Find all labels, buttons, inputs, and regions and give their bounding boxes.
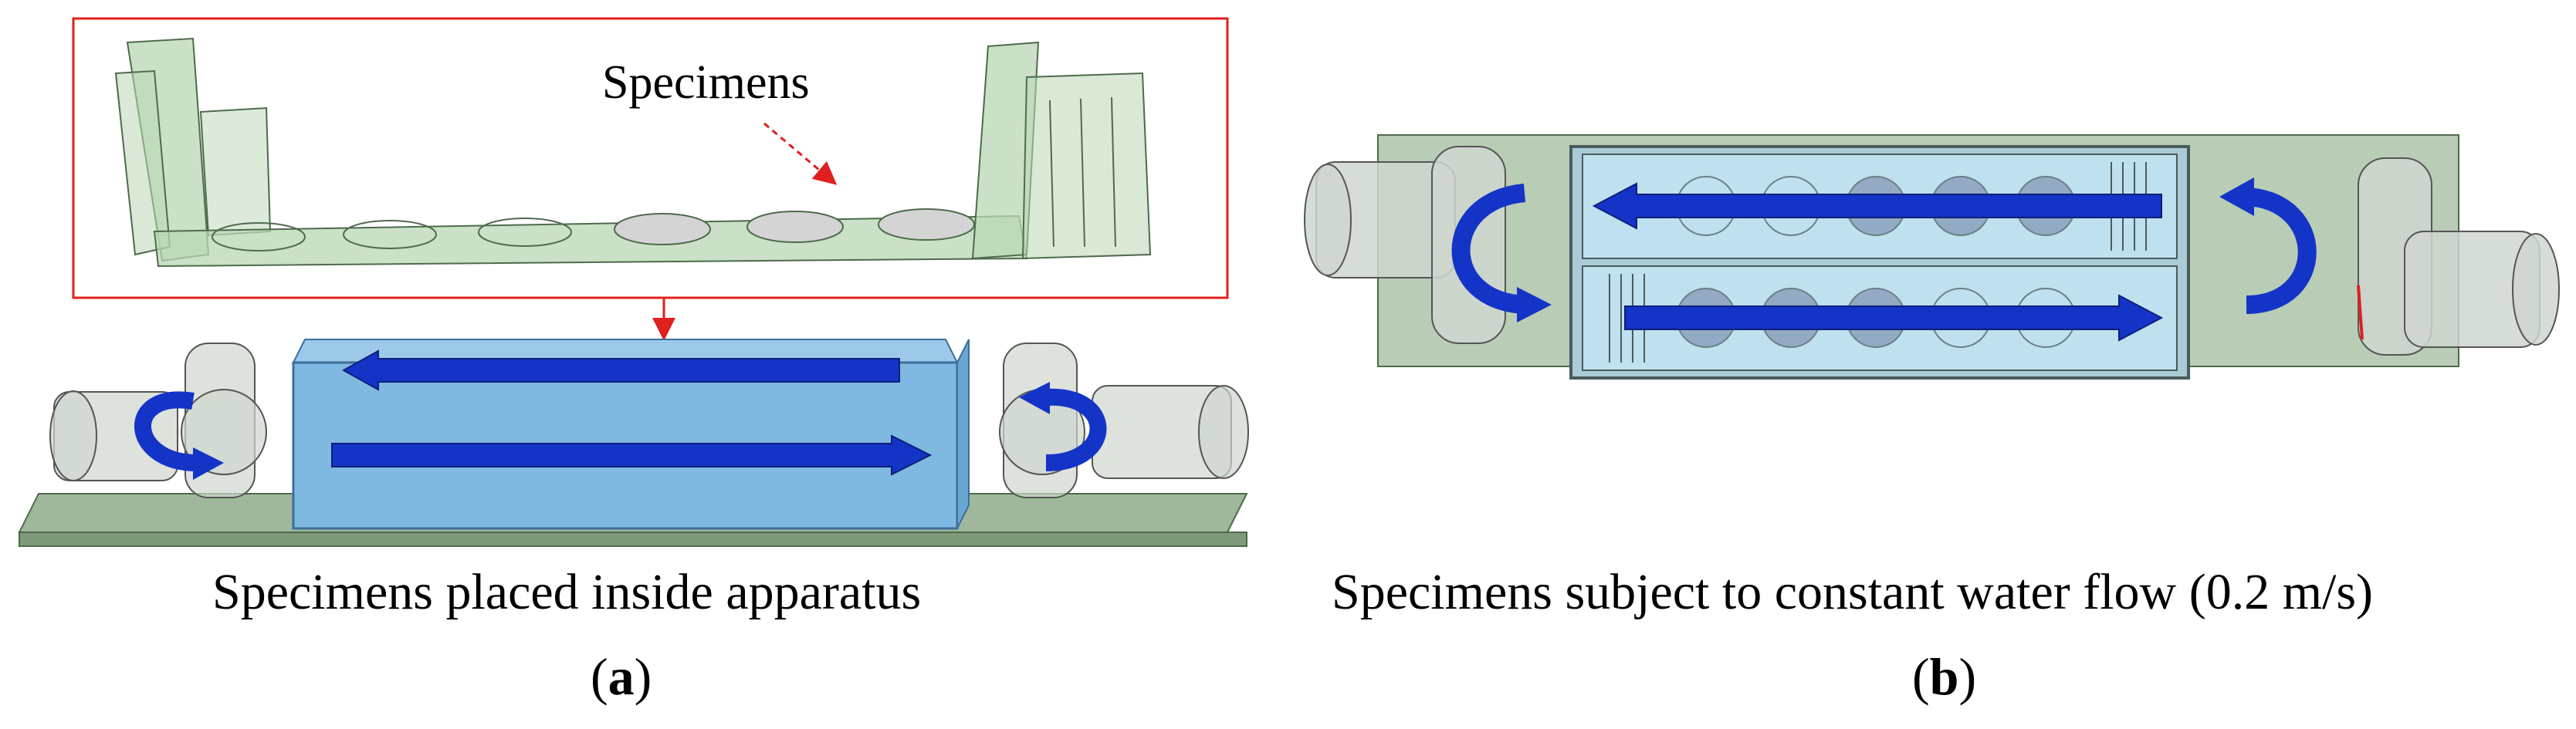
right-pump-top xyxy=(2358,157,2560,356)
flow-arrows-b xyxy=(1592,182,2164,342)
specimen-disc xyxy=(614,213,711,245)
red-marker xyxy=(2357,285,2364,340)
panel-a: Specimens Specimens placed inside appara… xyxy=(0,0,1285,729)
curved-arrow-left xyxy=(134,391,198,471)
left-pump xyxy=(49,343,267,498)
curved-arrow-right xyxy=(1045,388,1107,471)
flow-arrow-left xyxy=(1592,182,2162,230)
specimens-callout-label: Specimens xyxy=(602,56,810,109)
panel-a-caption: Specimens placed inside apparatus xyxy=(212,564,922,620)
specimen-disc xyxy=(746,211,844,243)
panel-b-caption: Specimens subject to constant water flow… xyxy=(1332,564,2374,620)
panel-a-label: (a) xyxy=(591,647,652,706)
panel-b: Specimens subject to constant water flow… xyxy=(1285,0,2576,729)
flow-arrows-a xyxy=(331,349,933,476)
callout-arrow xyxy=(763,122,838,185)
apparatus-a-illustration xyxy=(18,17,1249,547)
curved-arrow-right xyxy=(2245,187,2317,314)
specimen-tray xyxy=(114,37,1152,268)
flow-arrow-right xyxy=(1624,294,2164,342)
flow-arrow-left xyxy=(341,349,900,391)
apparatus-b-illustration xyxy=(1304,134,2560,380)
detail-frame xyxy=(72,17,1229,299)
right-pump xyxy=(999,343,1249,498)
flow-arrow-right xyxy=(331,434,933,476)
specimen-slots xyxy=(212,208,975,251)
specimen-disc xyxy=(878,208,975,241)
panel-b-label: (b) xyxy=(1912,647,1977,706)
curved-arrow-left xyxy=(1451,184,1526,314)
